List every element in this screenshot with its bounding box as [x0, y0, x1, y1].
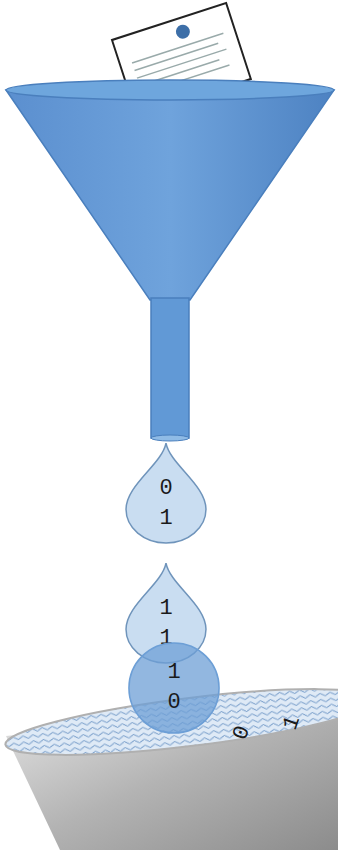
funnel-cone	[6, 90, 334, 300]
circle-outline	[128, 642, 220, 734]
funnel-rim	[6, 80, 334, 100]
bit-text: 0 1	[152, 474, 181, 534]
bit-text: 1 0	[160, 658, 189, 718]
water-bit: 0	[230, 723, 255, 743]
funnel-spout	[151, 298, 189, 438]
water-bit: 1	[280, 713, 305, 733]
falling-drop: 1 0	[128, 642, 220, 734]
spout-end	[151, 435, 189, 441]
data-drop: 0 1	[125, 442, 207, 544]
